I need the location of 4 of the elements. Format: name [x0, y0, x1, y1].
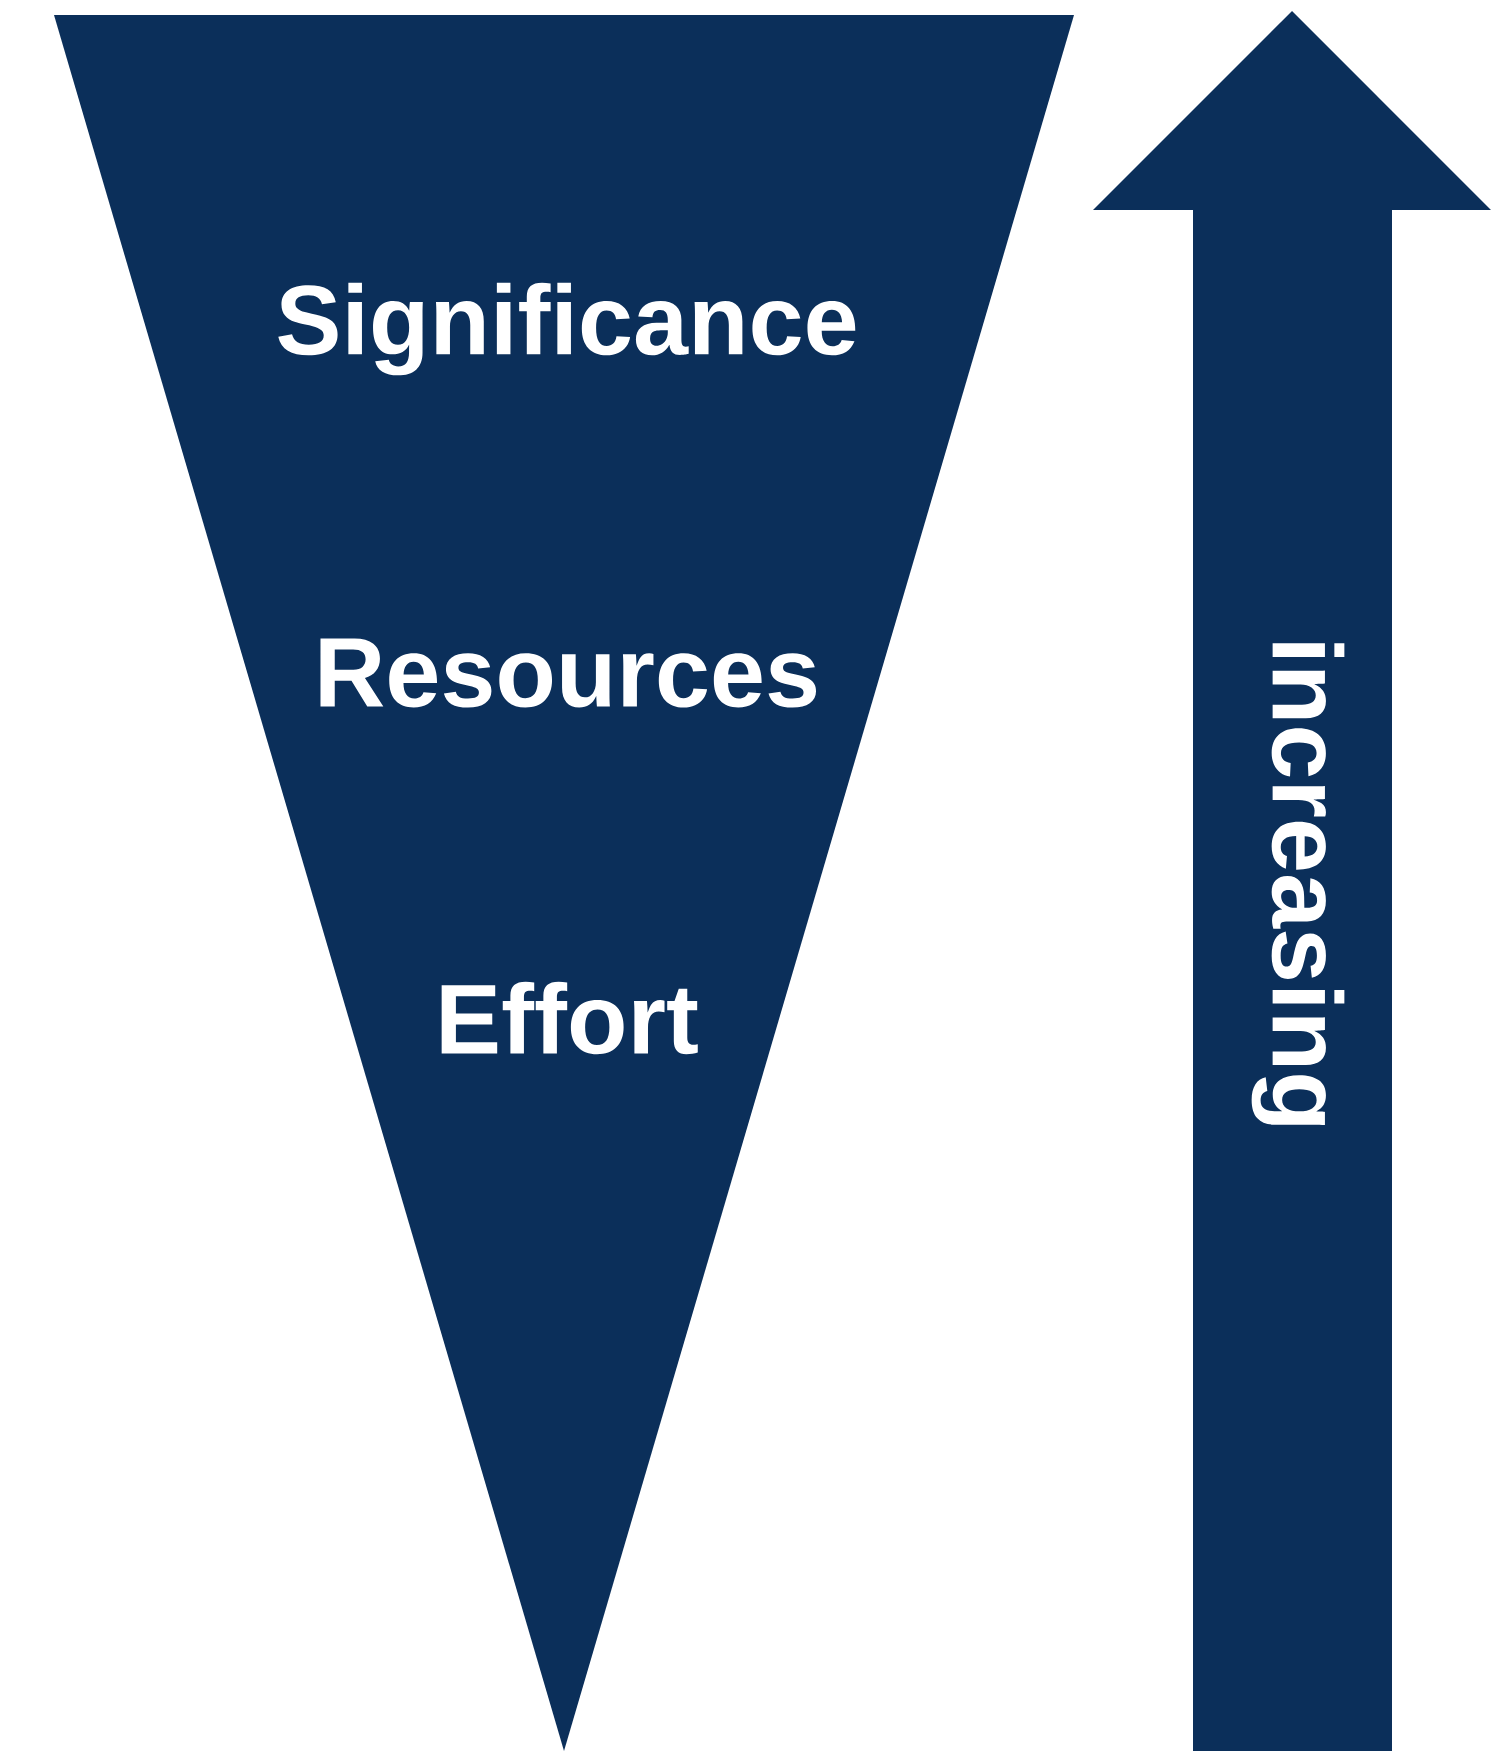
triangle-label: Effort — [441, 981, 698, 1055]
triangle-label: Resources — [320, 638, 816, 708]
triangle-label: Significance — [278, 282, 856, 376]
arrow-label: increasing — [1251, 643, 1345, 1125]
